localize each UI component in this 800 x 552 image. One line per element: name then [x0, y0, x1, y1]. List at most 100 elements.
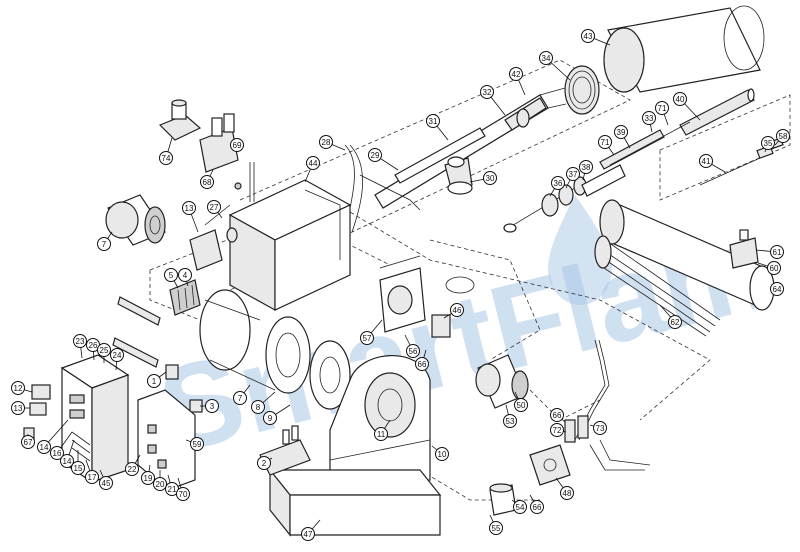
callout-c57: 57	[360, 331, 374, 345]
callout-circle	[182, 201, 196, 215]
callout-number: 55	[492, 524, 501, 533]
callout-c11: 11	[374, 427, 388, 441]
callout-circle	[11, 401, 25, 415]
callout-number: 16	[53, 449, 62, 458]
callout-number: 2	[262, 459, 267, 468]
callout-number: 27	[210, 203, 219, 212]
callout-circle	[374, 427, 388, 441]
callout-circle	[233, 391, 247, 405]
part-74-regulator	[158, 99, 202, 141]
callout-number: 71	[658, 104, 667, 113]
part-fan-housing	[199, 289, 351, 410]
callout-number: 13	[14, 404, 23, 413]
callout-circle	[761, 136, 775, 150]
callout-circle	[581, 29, 595, 43]
callout-circle	[699, 154, 713, 168]
callout-c47: 47	[301, 527, 315, 541]
part-60-61-valve	[729, 229, 759, 269]
callout-circle	[306, 156, 320, 170]
callout-number: 19	[144, 474, 153, 483]
callout-c28: 28	[319, 135, 333, 149]
callout-number: 35	[764, 139, 773, 148]
callout-number: 58	[779, 132, 788, 141]
part-34-diffuser-disc	[564, 65, 600, 115]
callout-number: 66	[418, 360, 427, 369]
callout-number: 8	[256, 403, 261, 412]
callout-circle	[642, 111, 656, 125]
callout-circle	[503, 414, 517, 428]
callout-circle	[770, 245, 784, 259]
callout-c71b: 71	[598, 135, 612, 149]
callout-c33: 33	[642, 111, 656, 125]
callout-circle	[579, 160, 593, 174]
part-1-clip	[165, 364, 179, 380]
callout-number: 72	[553, 426, 562, 435]
callout-c55: 55	[489, 521, 503, 535]
callout-number: 74	[162, 154, 171, 163]
part-39-electrode	[599, 121, 691, 170]
callout-circle	[360, 331, 374, 345]
callout-c35: 35	[761, 136, 775, 150]
callout-number: 41	[702, 157, 711, 166]
callout-number: 46	[453, 306, 462, 315]
callout-circle	[513, 500, 527, 514]
callout-c1: 1	[147, 374, 161, 388]
part-22-cover	[137, 389, 196, 491]
callout-c19: 19	[141, 471, 155, 485]
callout-c3: 3	[205, 399, 219, 413]
part-62-electrodes	[594, 235, 721, 337]
callout-circle	[164, 268, 178, 282]
callout-circle	[263, 411, 277, 425]
callout-c7a: 7	[97, 237, 111, 251]
part-32-lance	[374, 87, 567, 209]
callout-c40: 40	[673, 92, 687, 106]
callout-circle	[767, 261, 781, 275]
callout-c29: 29	[368, 148, 382, 162]
callout-circle	[97, 343, 111, 357]
callout-circle	[178, 268, 192, 282]
callout-number: 28	[322, 138, 331, 147]
callout-number: 68	[203, 178, 212, 187]
callout-circle	[480, 85, 494, 99]
callout-circle	[257, 456, 271, 470]
callout-number: 1	[152, 377, 157, 386]
callout-number: 40	[676, 95, 685, 104]
callout-labels: 4334423231292830407133397158354138373674…	[11, 29, 790, 541]
callout-circle	[673, 92, 687, 106]
callout-c5: 5	[164, 268, 178, 282]
callout-c66c: 66	[530, 500, 544, 514]
callout-number: 34	[542, 54, 551, 63]
callout-circle	[489, 521, 503, 535]
callout-c53: 53	[503, 414, 517, 428]
callout-c59: 59	[190, 437, 204, 451]
part-54-filter	[489, 483, 517, 516]
callout-number: 26	[89, 341, 98, 350]
part-ring-cable	[445, 276, 475, 294]
callout-number: 71	[601, 138, 610, 147]
part-13-transformer	[189, 229, 223, 271]
callout-circle	[530, 500, 544, 514]
part-27-sensor	[204, 204, 238, 243]
part-64-tank	[599, 199, 775, 311]
callout-c13b: 13	[11, 401, 25, 415]
callout-c8: 8	[251, 400, 265, 414]
callout-number: 54	[516, 503, 525, 512]
callout-c30: 30	[483, 171, 497, 185]
callout-number: 12	[14, 384, 23, 393]
callout-number: 30	[486, 174, 495, 183]
callout-number: 21	[168, 485, 177, 494]
callout-circle	[598, 135, 612, 149]
callout-c74: 74	[159, 151, 173, 165]
callout-number: 15	[74, 464, 83, 473]
callout-number: 44	[309, 159, 318, 168]
callout-c46: 46	[450, 303, 464, 317]
callout-circle	[415, 357, 429, 371]
callout-number: 7	[102, 240, 107, 249]
callout-number: 13	[185, 204, 194, 213]
callout-c44: 44	[306, 156, 320, 170]
callout-circle	[483, 171, 497, 185]
callout-c45: 45	[99, 476, 113, 490]
callout-circle	[368, 148, 382, 162]
callout-c27: 27	[207, 200, 221, 214]
